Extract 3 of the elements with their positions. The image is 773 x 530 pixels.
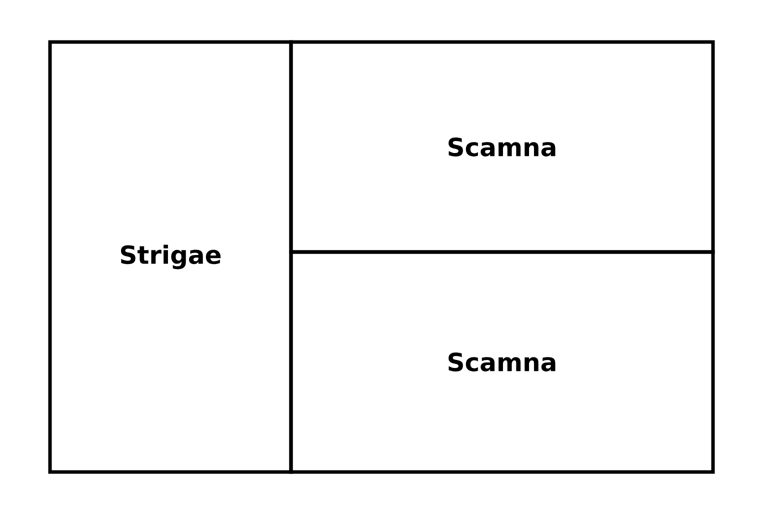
cell-box: Scamna bbox=[289, 250, 715, 474]
cell-box: Strigae bbox=[48, 40, 293, 474]
cell-box: Scamna bbox=[289, 40, 715, 254]
